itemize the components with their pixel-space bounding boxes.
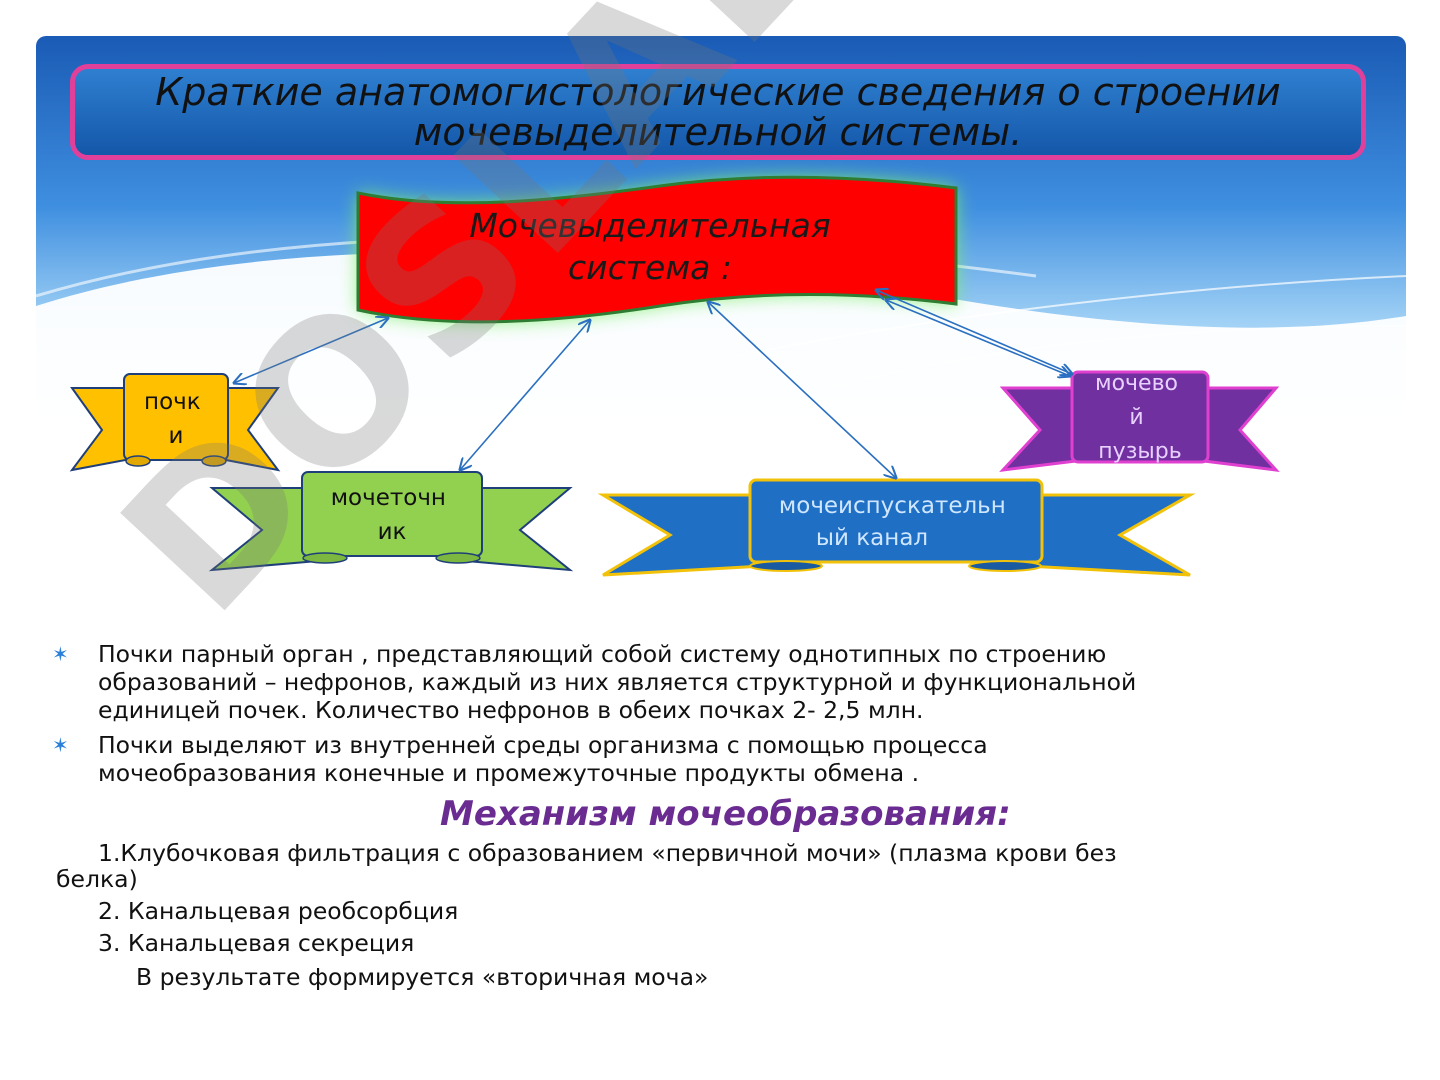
ureter-label: мочеточн ик [331, 485, 454, 545]
result-text: В результате формируется «вторичная моча… [136, 963, 709, 991]
step-3: 3. Канальцевая секреция [98, 929, 415, 957]
urethra-label: мочеиспускательн ый канал [779, 493, 1013, 551]
bullet-item: ✶ Почки парный орган , представляющий со… [52, 640, 1137, 724]
step-2: 2. Канальцевая реобсорбция [98, 897, 459, 925]
mechanism-steps: 1.Клубочковая фильтрация с образованием … [56, 840, 1356, 996]
bladder-label: мочево й пузырь [1095, 371, 1185, 464]
connector-arrows [234, 290, 1072, 478]
slide-title: Краткие анатомогистологические сведения … [155, 70, 1281, 154]
kidneys-ribbon [69, 373, 281, 472]
ureter-ribbon [208, 471, 574, 572]
main-banner-label: Мочевыделительная система : [469, 206, 831, 287]
slide-title-box: Краткие анатомогистологические сведения … [70, 64, 1366, 160]
bladder-ribbon [999, 370, 1280, 472]
bullet-list: ✶ Почки парный орган , представляющий со… [52, 640, 1352, 794]
star-bullet-icon: ✶ [52, 642, 69, 666]
kidneys-label: почк и [144, 389, 208, 449]
bullet-item: ✶ Почки выделяют из внутренней среды орг… [52, 731, 988, 787]
urethra-ribbon [597, 478, 1196, 577]
star-bullet-icon: ✶ [52, 733, 69, 757]
mechanism-heading: Механизм мочеобразования: [440, 794, 1011, 834]
step-1: 1.Клубочковая фильтрация с образованием … [56, 839, 1117, 893]
urinary-system-diagram: почк и мочеточн ик мочеиспускательн ый к… [69, 175, 1280, 577]
